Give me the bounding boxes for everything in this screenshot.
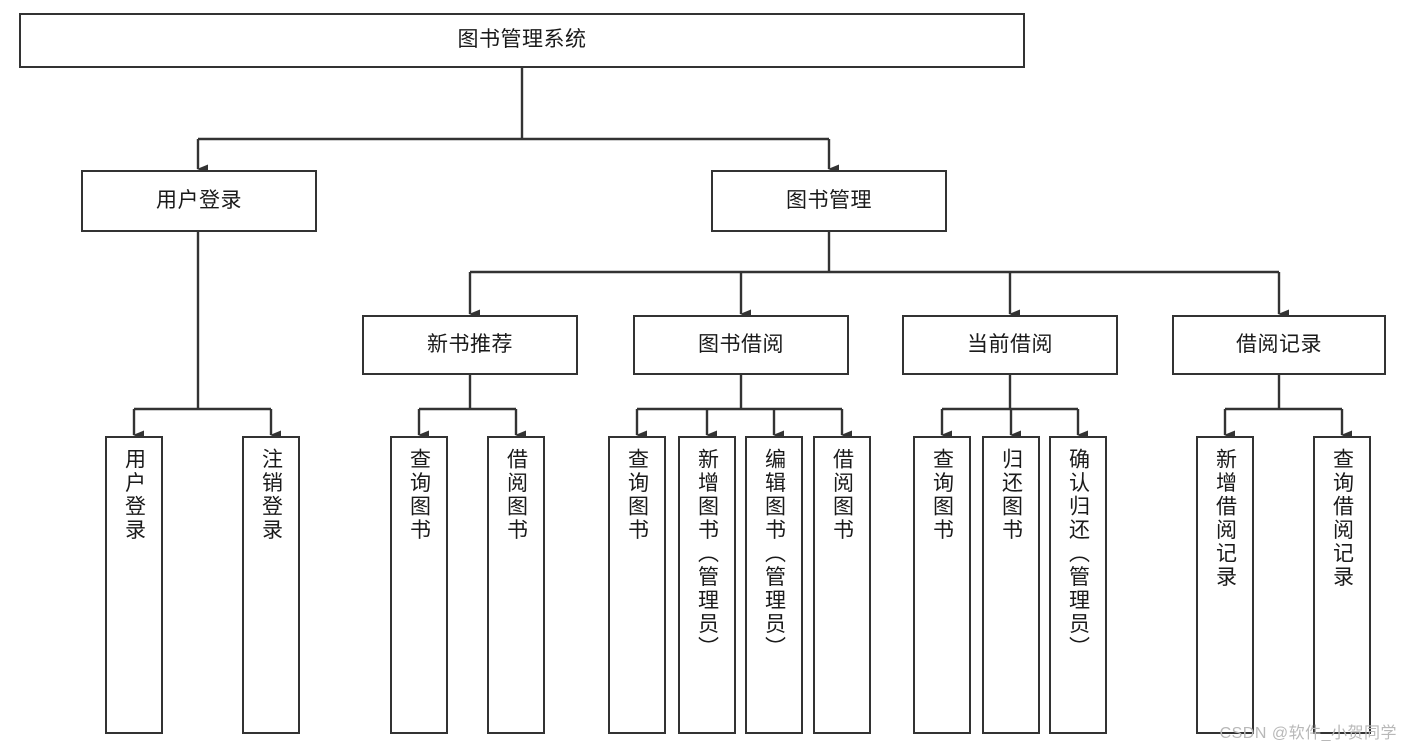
node-leaf8[interactable]: 借阅图书	[813, 436, 871, 734]
watermark-label: CSDN @软件_小贺同学	[1219, 725, 1397, 742]
node-label: 新增图书（管理员）	[695, 448, 719, 660]
node-leaf1[interactable]: 用户登录	[105, 436, 163, 734]
node-records[interactable]: 借阅记录	[1172, 315, 1386, 375]
node-label: 用户登录	[122, 448, 146, 542]
node-leaf12[interactable]: 新增借阅记录	[1196, 436, 1254, 734]
node-label: 借阅图书	[830, 448, 854, 542]
node-label: 查询图书	[930, 448, 954, 542]
node-label: 新增借阅记录	[1213, 448, 1237, 589]
node-label: 当前借阅	[967, 332, 1053, 356]
node-leaf10[interactable]: 归还图书	[982, 436, 1040, 734]
node-leaf7[interactable]: 编辑图书（管理员）	[745, 436, 803, 734]
node-label: 查询图书	[407, 448, 431, 542]
node-leaf4[interactable]: 借阅图书	[487, 436, 545, 734]
node-label: 注销登录	[259, 448, 283, 542]
node-label: 图书管理	[786, 188, 872, 212]
node-label: 查询借阅记录	[1330, 448, 1354, 589]
node-newbook[interactable]: 新书推荐	[362, 315, 578, 375]
node-leaf11[interactable]: 确认归还（管理员）	[1049, 436, 1107, 734]
node-label: 查询图书	[625, 448, 649, 542]
connector-edges	[132, 68, 1352, 440]
node-leaf5[interactable]: 查询图书	[608, 436, 666, 734]
node-leaf6[interactable]: 新增图书（管理员）	[678, 436, 736, 734]
node-current[interactable]: 当前借阅	[902, 315, 1118, 375]
node-label: 确认归还（管理员）	[1066, 448, 1090, 660]
node-root[interactable]: 图书管理系统	[19, 13, 1025, 68]
node-leaf2[interactable]: 注销登录	[242, 436, 300, 734]
node-label: 新书推荐	[427, 332, 513, 356]
node-label: 借阅图书	[504, 448, 528, 542]
node-bookmgmt[interactable]: 图书管理	[711, 170, 947, 232]
node-label: 用户登录	[156, 188, 242, 212]
node-label: 借阅记录	[1236, 332, 1322, 356]
node-login[interactable]: 用户登录	[81, 170, 317, 232]
node-leaf9[interactable]: 查询图书	[913, 436, 971, 734]
node-label: 图书借阅	[698, 332, 784, 356]
node-label: 归还图书	[999, 448, 1023, 542]
node-label: 图书管理系统	[457, 28, 587, 52]
node-leaf3[interactable]: 查询图书	[390, 436, 448, 734]
node-label: 编辑图书（管理员）	[762, 448, 786, 660]
node-borrow[interactable]: 图书借阅	[633, 315, 849, 375]
node-leaf13[interactable]: 查询借阅记录	[1313, 436, 1371, 734]
